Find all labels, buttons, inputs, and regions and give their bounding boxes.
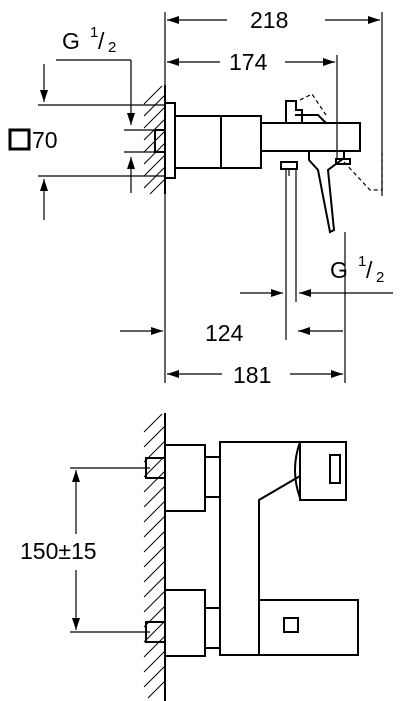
thread-top-prefix: G: [62, 28, 80, 54]
dim-label-connection-centres: 150±15: [20, 538, 97, 564]
dim-spout-projection: 124: [120, 320, 343, 346]
dim-label-depth-to-spout: 174: [229, 49, 268, 75]
dim-depth-to-spout: 174: [167, 49, 335, 75]
lever-plan: [258, 599, 359, 656]
lower-eccentric: [204, 607, 221, 649]
thread-top-denominator: 2: [108, 39, 116, 56]
thread-top-slash: /: [98, 28, 105, 54]
thread-bottom-prefix: G: [330, 257, 348, 283]
mixer-body: [220, 115, 262, 169]
shower-outlet: [280, 161, 298, 170]
dim-connection-centres: 150±15: [20, 467, 150, 633]
rosette: [164, 102, 176, 179]
lower-rosette: [164, 589, 206, 657]
spout-plan: [299, 441, 347, 501]
spout-aerator: [329, 454, 341, 484]
dim-label-overall-width: 218: [250, 7, 288, 33]
thread-top-numerator: 1: [90, 24, 98, 41]
dim-label-rosette: 70: [32, 127, 58, 153]
diverter-lever: [295, 114, 328, 125]
thread-bottom-slash: /: [366, 257, 373, 283]
dim-rosette: 70: [8, 64, 165, 220]
eccentric-nut: [174, 115, 222, 169]
lever-square: [283, 617, 299, 633]
mixer-head: [260, 122, 361, 152]
dim-overall-width: 218: [167, 7, 380, 33]
thread-bottom-denominator: 2: [376, 269, 384, 286]
dim-label-body-width: 181: [233, 362, 271, 388]
upper-rosette: [164, 444, 206, 512]
spout: [308, 150, 345, 234]
thread-bottom: G 1 / 2: [240, 253, 393, 297]
upper-eccentric: [204, 456, 221, 498]
thread-bottom-numerator: 1: [358, 253, 366, 270]
dim-label-spout-projection: 124: [205, 320, 244, 346]
side-view: 218 174 G 1 / 2 70: [8, 7, 393, 388]
spout-tip: [335, 158, 351, 165]
diverter-knob: [285, 100, 303, 124]
thread-top: G 1 / 2: [56, 24, 160, 193]
plan-view: 150±15: [20, 413, 359, 701]
dim-body-width: 181: [167, 362, 343, 388]
square-icon: [8, 128, 31, 151]
